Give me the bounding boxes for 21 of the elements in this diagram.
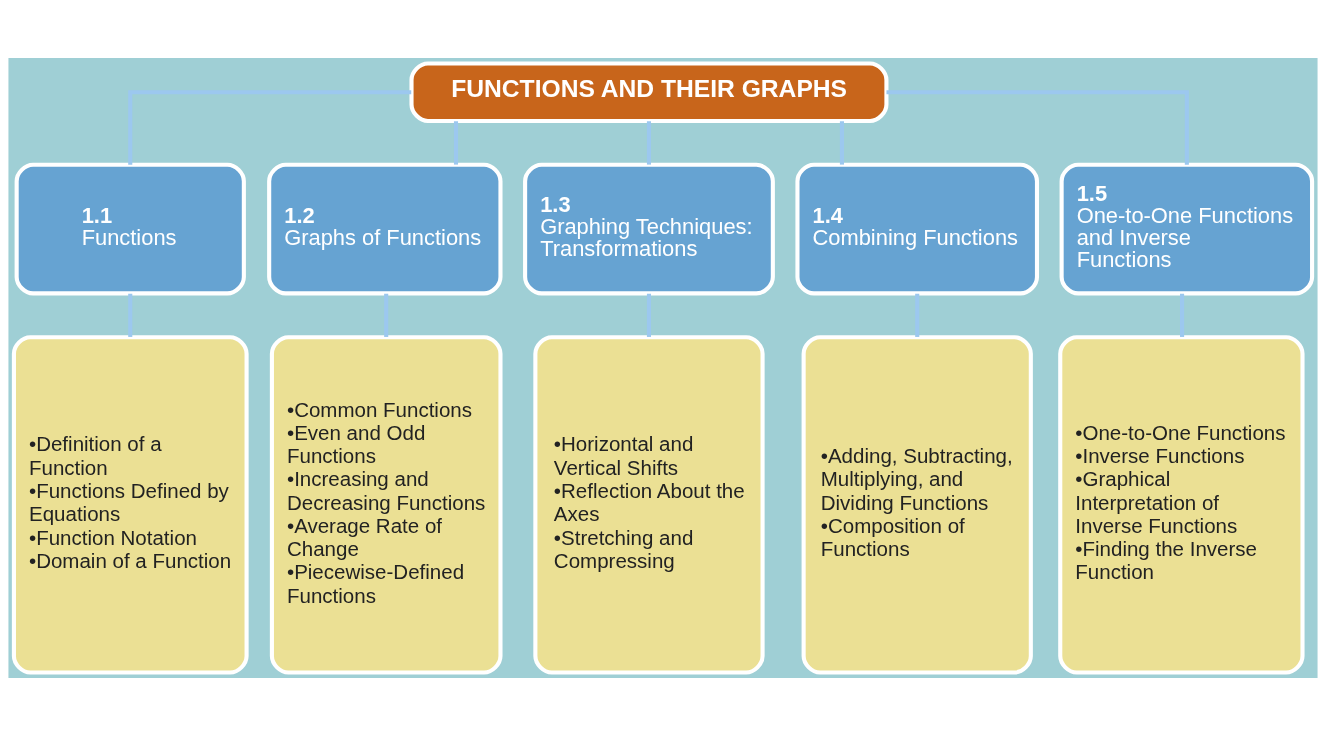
node-box: FUNCTIONS AND THEIR GRAPHS bbox=[409, 60, 889, 123]
node-box: •Horizontal and Vertical Shifts •Reflection About the Axes •Stretching and Compressing bbox=[533, 334, 765, 675]
node-box: •Adding, Subtracting, Multiplying, and Dividing Functions •Composition of Functions bbox=[801, 334, 1033, 675]
node-box: 1.4 Combining Functions bbox=[795, 162, 1040, 295]
node-box: 1.5 One-to-One Functions and Inverse Functions bbox=[1059, 162, 1315, 295]
connector bbox=[839, 120, 844, 165]
node-box: 1.3 Graphing Techniques: Transformations bbox=[523, 162, 775, 295]
connector bbox=[646, 293, 652, 337]
connector bbox=[1180, 293, 1185, 337]
node-box: •One-to-One Functions •Inverse Functions •Graphical Interpretation of Inverse Functions •Finding the Inverse Function bbox=[1058, 334, 1305, 675]
connector bbox=[128, 293, 133, 337]
connector bbox=[128, 89, 412, 165]
node-box: •Definition of a Function •Functions Defined by Equations •Function Notation •Domain of a Function bbox=[11, 334, 249, 675]
connector bbox=[886, 89, 1189, 165]
node-box: 1.2 Graphs of Functions bbox=[267, 162, 503, 295]
connector bbox=[646, 120, 652, 165]
connector bbox=[384, 293, 389, 337]
node-box: 1.1 Functions bbox=[14, 162, 246, 295]
connector bbox=[453, 120, 459, 165]
connector bbox=[915, 293, 920, 337]
node-box: •Common Functions •Even and Odd Functions •Increasing and Decreasing Functions •Average Rate of Change •Piecewise-Defined Functions bbox=[269, 334, 503, 675]
